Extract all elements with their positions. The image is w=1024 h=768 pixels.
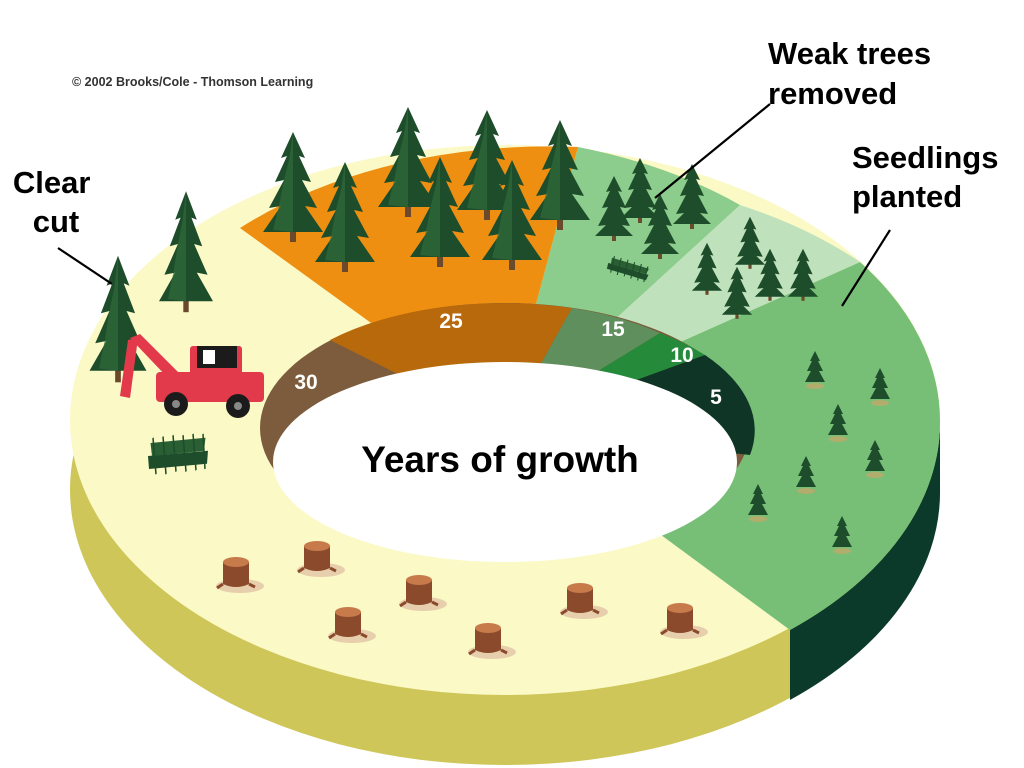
segment-label-10: 10 xyxy=(670,344,693,367)
weak-trees-label: Weak trees removed xyxy=(768,36,940,111)
clear-cut-label: Clear cut xyxy=(13,165,99,239)
clear-cut-pointer xyxy=(57,247,113,285)
weak-trees-label-line-1: Weak trees xyxy=(768,36,931,71)
clear-cut-label-line-1: Clear xyxy=(13,165,91,200)
center-hole xyxy=(273,362,737,562)
ring-side-seedling xyxy=(790,420,941,700)
seedlings-label-line-1: Seedlings xyxy=(852,140,998,175)
weak-trees-label-line-2: removed xyxy=(768,76,897,111)
years-band xyxy=(260,303,755,562)
copyright-notice: © 2002 Brooks/Cole - Thomson Learning xyxy=(72,75,313,89)
seedlings-label-line-2: planted xyxy=(852,179,962,214)
segment-label-25: 25 xyxy=(439,310,463,333)
segment-label-5: 5 xyxy=(710,386,722,409)
clear-cut-area xyxy=(89,191,710,661)
weak-trees-pointer xyxy=(654,103,771,199)
segment-label-15: 15 xyxy=(601,318,625,341)
seedlings-label: Seedlings planted xyxy=(852,140,1007,214)
seedlings-pointer xyxy=(841,229,891,307)
center-title: Years of growth xyxy=(361,439,639,480)
logging-machine-icon xyxy=(120,334,264,418)
callout-lines xyxy=(57,103,891,307)
segment-label-30: 30 xyxy=(294,371,317,394)
clear-cut-label-line-2: cut xyxy=(33,204,80,239)
